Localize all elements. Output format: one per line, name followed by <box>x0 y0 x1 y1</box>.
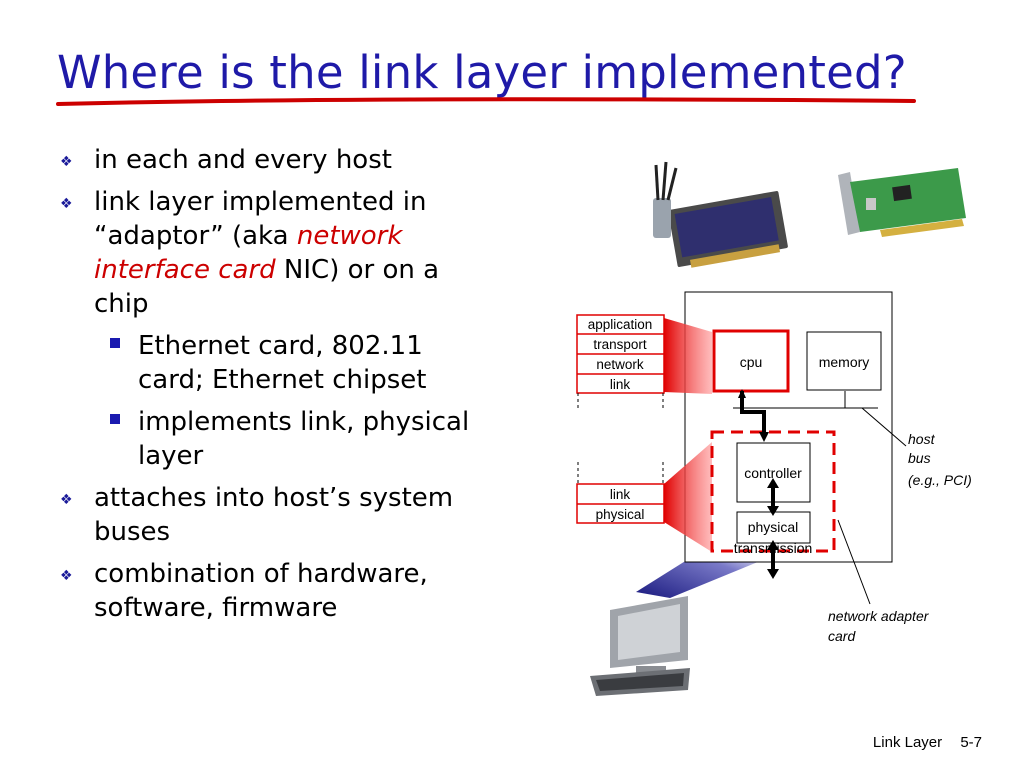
stack-bottom-fan <box>664 442 712 552</box>
cpu-controller-link <box>740 391 766 436</box>
host-bus-callout <box>861 407 907 447</box>
adapter-card-boundary <box>710 430 836 553</box>
adapter-card-label: network adapter card <box>828 608 932 644</box>
bullet-item: ❖ combination of hardware, software, fir… <box>60 557 490 625</box>
bullet-diamond-icon: ❖ <box>60 492 73 508</box>
stack-layer-label: network <box>596 357 644 372</box>
footer-page-number: 5-7 <box>960 734 982 751</box>
bullet-text: combination of hardware, software, firmw… <box>94 559 428 623</box>
bullet-text: NIC) or on a chip <box>94 255 440 319</box>
bullet-diamond-icon: ❖ <box>60 196 73 212</box>
ethernet-card-image <box>838 168 966 237</box>
stack-top-fan <box>664 318 712 394</box>
physical-label: physical <box>748 519 799 535</box>
sub-bullet-text: implements link, physical layer <box>138 407 470 471</box>
slide-title: Where is the link layer implemented? <box>57 46 907 99</box>
bullet-diamond-icon: ❖ <box>60 568 73 584</box>
bullet-square-icon <box>110 414 120 424</box>
physical-box <box>736 511 811 544</box>
bullet-diamond-icon: ❖ <box>60 154 73 170</box>
stack-layer-label: application <box>588 317 653 332</box>
memory-box <box>806 331 882 391</box>
bullet-item: ❖ in each and every host <box>60 143 490 177</box>
bullet-text: attaches into host’s system buses <box>94 483 454 547</box>
protocol-stack-top: application transport network link <box>576 314 665 410</box>
sub-bullet-item: implements link, physical layer <box>60 405 490 473</box>
bullet-text: link layer implemented in “adaptor” (aka <box>94 187 427 251</box>
sub-bullet-item: Ethernet card, 802.11 card; Ethernet chi… <box>60 329 490 397</box>
stack-layer-label: link <box>610 377 631 392</box>
down-arrow-icon <box>767 506 779 516</box>
adapter-card-callout <box>837 519 871 605</box>
bullet-item: ❖ attaches into host’s system buses <box>60 481 490 549</box>
title-underline <box>56 97 916 106</box>
stack-layer-label: link <box>610 487 631 502</box>
sub-bullet-text: Ethernet card, 802.11 card; Ethernet chi… <box>138 331 427 395</box>
protocol-stack-bottom: link physical <box>576 462 665 524</box>
footer: Link Layer 5-7 <box>859 734 982 751</box>
host-bus-label: host bus (e.g., PCI) <box>908 431 972 488</box>
bullet-square-icon <box>110 338 120 348</box>
memory-label: memory <box>819 354 870 370</box>
footer-section: Link Layer <box>872 734 943 751</box>
bullet-item: ❖ link layer implemented in “adaptor” (a… <box>60 185 490 321</box>
cpu-box <box>712 329 790 393</box>
bullet-text: in each and every host <box>94 145 392 175</box>
controller-label: controller <box>744 465 802 481</box>
stack-layer-label: transport <box>593 337 647 352</box>
computer-image <box>590 596 690 696</box>
bullet-emphasis: network interface card <box>94 221 403 285</box>
up-arrow-icon <box>767 478 779 488</box>
stack-layer-label: physical <box>596 507 645 522</box>
cpu-label: cpu <box>740 354 763 370</box>
bullet-list: ❖ in each and every host ❖ link layer im… <box>60 143 490 633</box>
wireless-card-image <box>653 161 788 268</box>
